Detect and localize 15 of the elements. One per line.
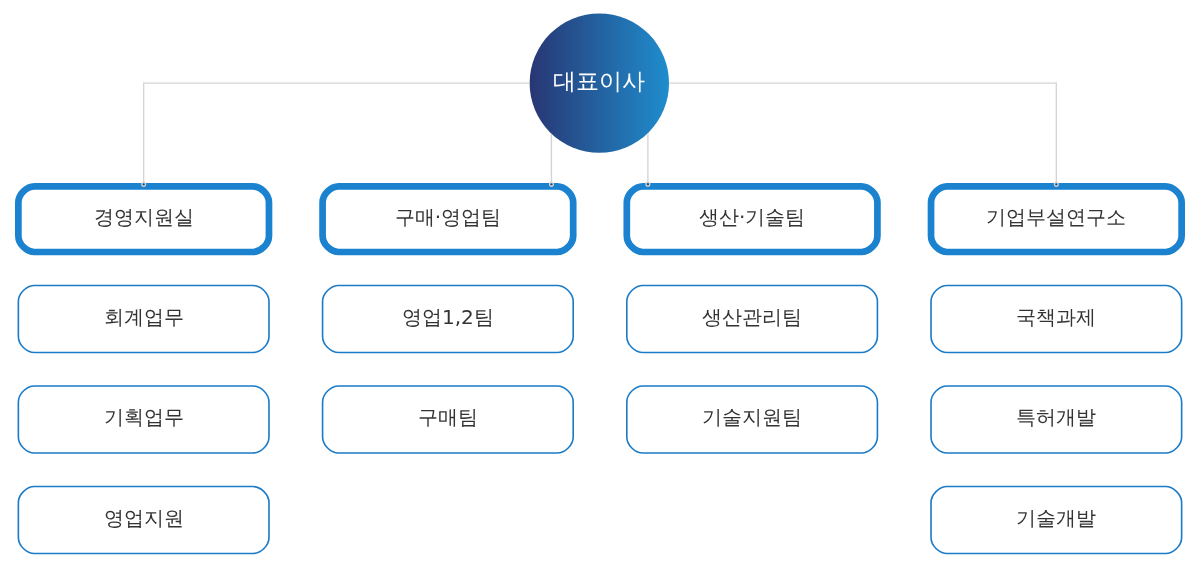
connector [668, 82, 1059, 187]
node-box: 특허개발 [930, 385, 1183, 454]
node-box: 기획업무 [17, 385, 270, 454]
node-box: 회계업무 [17, 284, 270, 354]
node-box: 기술지원팀 [626, 385, 879, 454]
node-box: 국책과제 [930, 284, 1183, 354]
connector [141, 82, 531, 187]
connector [645, 132, 651, 187]
node-box: 영업지원 [17, 485, 270, 555]
node-box: 생산관리팀 [626, 284, 879, 354]
node-box: 영업1,2팀 [321, 284, 574, 354]
connector [548, 133, 554, 187]
node-box: 구매팀 [321, 385, 574, 454]
node-box: 기술개발 [930, 485, 1183, 555]
node-circle: 대표이사 [529, 13, 669, 153]
